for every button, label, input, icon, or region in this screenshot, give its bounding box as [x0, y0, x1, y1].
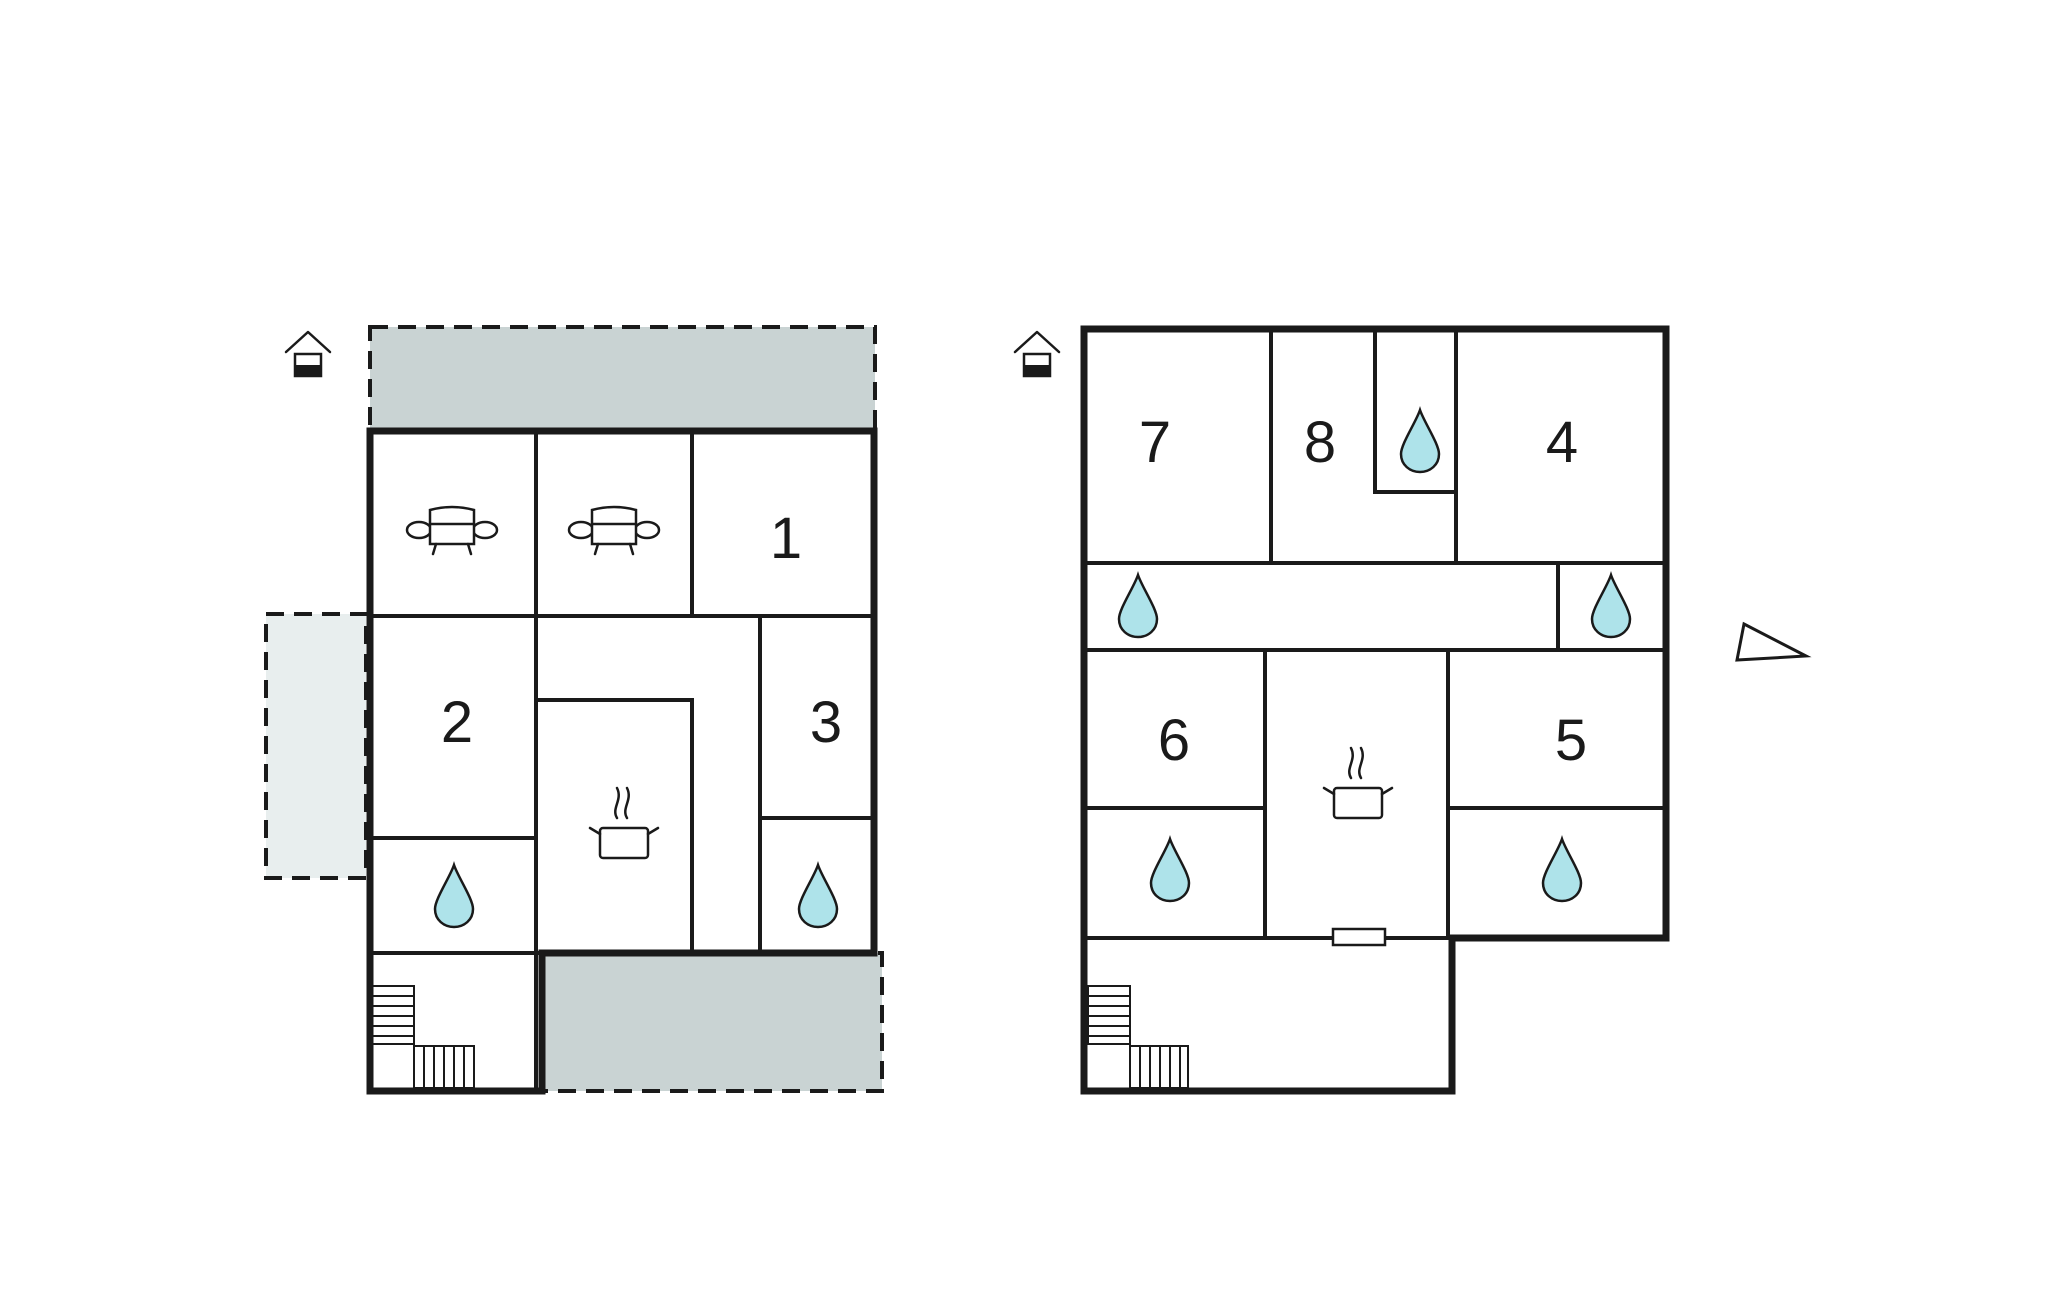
- floor-plan-right: 7 8 4 6 5: [1013, 325, 1670, 1095]
- water-drop-icon: [797, 863, 839, 929]
- kitchen-pot-icon: [1322, 746, 1394, 820]
- terrace-top: [368, 325, 877, 433]
- water-drop-icon: [1399, 408, 1441, 474]
- terrace-bottom: [540, 951, 884, 1093]
- room-number-7: 7: [1139, 410, 1171, 475]
- stairs-icon: [371, 985, 475, 1089]
- water-drop-icon: [433, 863, 475, 929]
- entrance-icon: [284, 330, 332, 378]
- interior-walls-left: [368, 429, 876, 1093]
- water-drop-icon: [1541, 837, 1583, 903]
- room-number-1: 1: [770, 506, 802, 571]
- interior-walls-right: [1082, 327, 1668, 940]
- room-number-5: 5: [1555, 708, 1587, 773]
- sofa-icon: [567, 505, 661, 556]
- room-number-8: 8: [1304, 410, 1336, 475]
- water-drop-icon: [1590, 573, 1632, 639]
- water-drop-icon: [1149, 837, 1191, 903]
- floor-plan-left: 1 2 3: [264, 325, 884, 1095]
- north-arrow-icon: [1735, 621, 1812, 662]
- entrance-icon: [1013, 330, 1061, 378]
- room-number-4: 4: [1546, 410, 1578, 475]
- counter-icon: [1331, 927, 1387, 947]
- stairs-icon: [1087, 985, 1189, 1089]
- water-drop-icon: [1117, 573, 1159, 639]
- sofa-icon: [405, 505, 499, 556]
- terrace-left: [264, 612, 368, 880]
- kitchen-pot-icon: [588, 786, 660, 860]
- room-number-3: 3: [810, 690, 842, 755]
- room-number-2: 2: [441, 690, 473, 755]
- room-number-6: 6: [1158, 708, 1190, 773]
